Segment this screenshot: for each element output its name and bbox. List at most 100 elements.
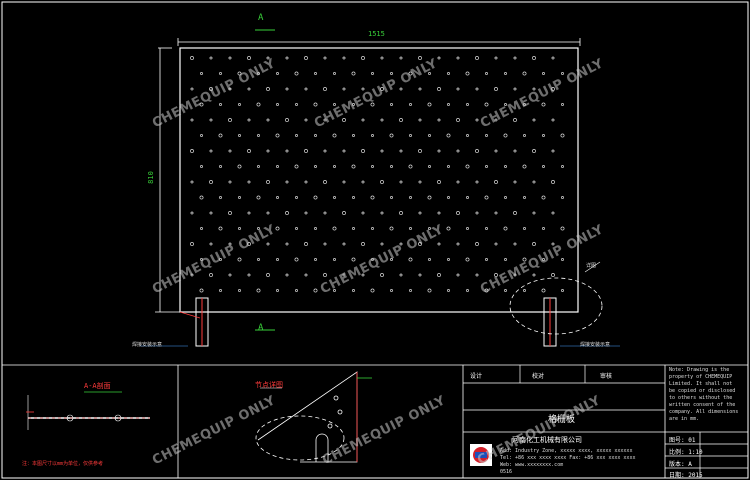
hole (228, 180, 232, 184)
notes-line-5: to others without the (669, 395, 733, 401)
section-mark-top: A (258, 13, 264, 23)
hole (390, 103, 393, 106)
hole (399, 56, 403, 60)
hole (418, 118, 422, 122)
hole (219, 72, 222, 75)
hole (380, 56, 384, 60)
hole (522, 71, 527, 76)
hole (504, 196, 507, 199)
hole (447, 196, 450, 199)
left-callout-text: 焊接安装示意 (132, 342, 163, 348)
hole (371, 165, 374, 168)
hole (456, 118, 460, 122)
hole (314, 258, 317, 261)
hole (466, 103, 469, 106)
hole (390, 258, 393, 261)
hole (352, 103, 355, 106)
hole (466, 196, 469, 199)
hole (409, 103, 412, 106)
notes-line-1: Note: Drawing is the (669, 367, 730, 373)
hole (532, 118, 536, 122)
hole (428, 134, 431, 137)
hole (523, 289, 526, 292)
hole (371, 227, 374, 230)
hole (437, 273, 441, 277)
hole (228, 242, 232, 246)
hole (437, 180, 441, 184)
hole (523, 103, 526, 106)
hole (266, 118, 270, 122)
hole (427, 195, 432, 200)
hole (228, 149, 232, 153)
width-dimension-label: 1515 (368, 30, 385, 38)
hole (342, 87, 346, 91)
hole (504, 258, 507, 261)
hole (304, 149, 308, 153)
hole (561, 165, 564, 168)
hole (304, 56, 308, 60)
hole (256, 102, 261, 107)
hole (342, 242, 346, 246)
hole (465, 257, 470, 262)
section-view-profile (26, 391, 150, 430)
hole (219, 103, 222, 106)
hole (542, 227, 545, 230)
hole (541, 288, 546, 293)
hole (494, 273, 498, 277)
hole (408, 164, 413, 169)
hole (370, 288, 375, 293)
hole (427, 288, 432, 293)
hole (256, 195, 261, 200)
hole (285, 273, 289, 277)
hole (428, 227, 431, 230)
hole (456, 180, 460, 184)
hole (237, 164, 242, 169)
hole (266, 211, 270, 215)
hole (314, 165, 317, 168)
hole (418, 273, 422, 277)
address-line-3: Web: www.xxxxxxxx.com (500, 462, 564, 468)
hole (513, 149, 517, 153)
hole (542, 258, 545, 261)
hole (238, 227, 241, 230)
hole (504, 289, 507, 292)
company-name: 河南化工机械有限公司 (512, 436, 582, 444)
hole (513, 273, 517, 277)
hole (276, 165, 279, 168)
hole (219, 258, 222, 261)
hole (276, 289, 279, 292)
right-support-bracket (543, 297, 557, 347)
hole (456, 273, 460, 277)
hole (437, 242, 441, 246)
hole (190, 273, 194, 277)
hole (218, 133, 223, 138)
hole (399, 273, 403, 277)
hole (313, 288, 318, 293)
hole (257, 134, 260, 137)
hole (247, 87, 251, 91)
side-cell-scale: 比例: 1:10 (669, 449, 703, 456)
hole (427, 102, 432, 107)
hole (266, 242, 270, 246)
side-cell-date: 日期: 2015 (669, 472, 703, 479)
hole (342, 118, 346, 122)
grating-plate-outline (179, 47, 579, 313)
hole (541, 195, 546, 200)
hole (323, 56, 327, 60)
hole (561, 258, 564, 261)
detail-callout-circle (509, 277, 603, 335)
hole (389, 226, 394, 231)
title-cell-check: 校对 (532, 373, 545, 380)
hole (342, 273, 346, 277)
hole (418, 87, 422, 91)
hole (190, 118, 194, 122)
hole (465, 164, 470, 169)
hole (238, 134, 241, 137)
hole (304, 87, 308, 91)
section-mark-bottom: A (258, 323, 264, 333)
notes-line-8: are in mm. (669, 416, 700, 422)
hole (200, 227, 203, 230)
height-dimension-line (155, 47, 180, 313)
hole (561, 103, 564, 106)
